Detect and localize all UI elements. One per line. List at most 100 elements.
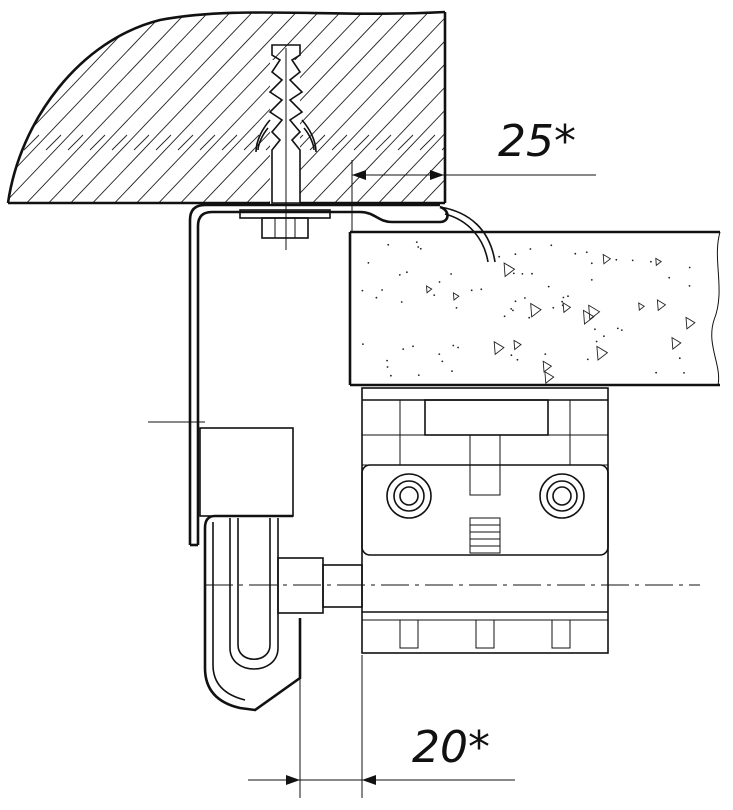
dimension-top-label: 25* [498, 116, 576, 167]
hatch-dash [309, 134, 326, 151]
hatch-line [8, 12, 67, 203]
hatch-line [349, 12, 445, 203]
panel-speck [400, 301, 403, 303]
panel-speck [650, 260, 652, 263]
panel-speck [498, 255, 501, 258]
panel-speck [585, 251, 588, 254]
wall-plug-anchor [255, 44, 317, 250]
panel-speck [512, 272, 515, 275]
panel-speck [514, 253, 517, 256]
hatch-dash [111, 134, 128, 151]
hatch-line [570, 0, 733, 210]
hatch-line [85, 12, 287, 203]
panel-speck [433, 294, 436, 296]
hatch-dash [574, 135, 589, 150]
panel-speck [594, 328, 596, 331]
panel-speck [516, 358, 519, 361]
hatch-dash [89, 134, 106, 151]
panel-texture [361, 241, 696, 385]
panel-speck [528, 316, 531, 319]
panel-speck [603, 335, 605, 338]
panel-aggregate [493, 340, 505, 356]
panel-speck [386, 366, 389, 368]
hatch-line [526, 0, 726, 210]
panel-speck [615, 258, 618, 261]
ceiling-panel [348, 230, 721, 387]
hatch-dash [67, 134, 84, 151]
hatch-line [107, 12, 309, 203]
panel-speck [574, 252, 577, 255]
panel-speck [415, 241, 418, 244]
rail-carriage [361, 387, 609, 654]
hatch-dash [8, 134, 18, 151]
hatch-dash [45, 134, 62, 151]
panel-speck [668, 276, 671, 279]
hatch-line [592, 0, 733, 210]
ceiling-hatch [8, 0, 733, 210]
hatch-dash [199, 134, 216, 151]
panel-speck [367, 262, 370, 264]
panel-aggregate [596, 345, 609, 361]
hatch-dash [684, 135, 699, 150]
panel-speck [361, 289, 364, 292]
hatch-dash [243, 134, 260, 151]
panel-speck [510, 354, 513, 357]
hatch-line [63, 12, 265, 203]
hatch-line [8, 12, 45, 203]
panel-speck [417, 374, 420, 376]
panel-speck [531, 272, 533, 275]
hatch-dash [706, 135, 721, 150]
panel-speck [402, 348, 405, 350]
panel-speck [521, 273, 524, 275]
panel-aggregate [542, 360, 553, 373]
hatch-line [437, 12, 445, 203]
hatch-dash [464, 135, 479, 150]
panel-speck [631, 259, 634, 262]
panel-speck [590, 262, 593, 265]
dimension-top: 25* [352, 116, 576, 180]
hatch-line [129, 12, 331, 203]
panel-aggregate [544, 370, 555, 385]
hatch-dash [397, 134, 414, 151]
hatch-dash [221, 134, 238, 151]
hatch-line [305, 12, 445, 203]
hatch-line [217, 12, 419, 203]
panel-speck [567, 295, 569, 298]
hatch-line [614, 0, 733, 210]
panel-speck [512, 309, 514, 312]
panel-aggregate [425, 285, 433, 294]
panel-speck [451, 370, 453, 372]
hatch-dash [353, 134, 370, 151]
panel-speck [390, 374, 392, 377]
panel-aggregate [503, 262, 516, 278]
panel-speck [398, 274, 401, 276]
panel-speck [450, 273, 452, 275]
panel-aggregate [452, 292, 460, 301]
hatch-dash [133, 134, 150, 151]
panel-speck [552, 306, 555, 309]
hatch-dash [177, 134, 194, 151]
hatch-dash [596, 135, 611, 150]
hatch-dash [23, 134, 40, 151]
panel-speck [480, 288, 483, 291]
hatch-dash [728, 135, 733, 150]
panel-aggregate [671, 336, 682, 350]
hatch-line [548, 0, 733, 210]
panel-speck [406, 271, 408, 274]
bolt-left-icon [386, 473, 432, 519]
panel-speck [412, 345, 414, 348]
mounting-bracket [188, 203, 496, 547]
panel-speck [386, 359, 388, 362]
panel-speck [452, 344, 455, 347]
panel-speck [562, 296, 565, 299]
hatch-dash [662, 135, 677, 150]
hatch-line [151, 12, 353, 203]
panel-speck [455, 307, 458, 309]
panel-speck [419, 247, 422, 250]
hatch-dash [618, 135, 633, 150]
panel-aggregate [685, 316, 696, 330]
panel-speck [417, 246, 420, 248]
panel-speck [438, 281, 441, 283]
hatch-line [680, 0, 733, 210]
screw-head-washer [239, 209, 331, 239]
